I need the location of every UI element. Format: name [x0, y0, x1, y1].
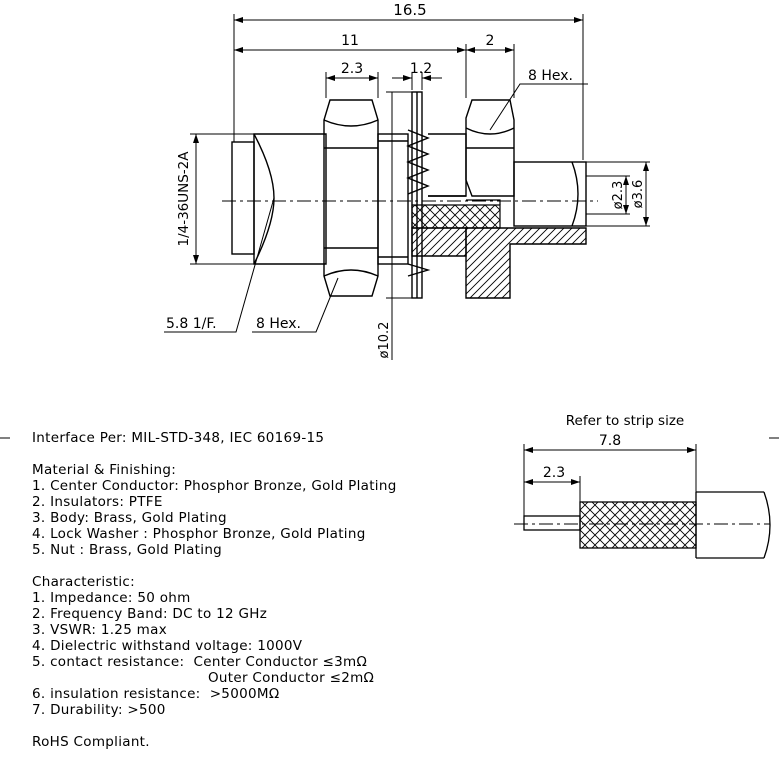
dim-thread: 1/4-36UNS-2A: [176, 151, 192, 247]
material-item: 4. Lock Washer : Phosphor Bronze, Gold P…: [32, 526, 366, 542]
dim-overall-length: 16.5: [393, 1, 426, 19]
dim-nut-length: 2: [486, 33, 495, 49]
strip-total-length: 7.8: [599, 433, 621, 449]
characteristic-item: 3. VSWR: 1.25 max: [32, 622, 167, 638]
dim-washer-thickness: 1.2: [410, 61, 432, 77]
strip-drawing: [514, 444, 771, 559]
connector-body: [231, 91, 587, 299]
rohs-line: RoHS Compliant.: [32, 734, 150, 750]
dimension-lines: [164, 14, 650, 360]
material-item: 3. Body: Brass, Gold Plating: [32, 510, 227, 526]
characteristic-item: 7. Durability: >500: [32, 702, 166, 718]
dim-washer-dia: ø10.2: [377, 322, 392, 359]
cross-section: [411, 199, 587, 299]
dim-front-hex: 8 Hex.: [256, 316, 301, 332]
strip-title: Refer to strip size: [566, 413, 685, 429]
dim-face-flat: 5.8 1/F.: [166, 316, 217, 332]
dim-body-dia: ø3.6: [631, 180, 646, 209]
material-item: 1. Center Conductor: Phosphor Bronze, Go…: [32, 478, 397, 494]
characteristic-item: 2. Frequency Band: DC to 12 GHz: [32, 606, 268, 622]
dim-hex-width: 2.3: [341, 61, 363, 77]
characteristic-title: Characteristic:: [32, 574, 135, 590]
characteristic-item: 6. insulation resistance: >5000MΩ: [32, 686, 280, 702]
characteristic-item: Outer Conductor ≤2mΩ: [208, 670, 375, 686]
interface-line: Interface Per: MIL-STD-348, IEC 60169-15: [32, 430, 325, 446]
material-item: 2. Insulators: PTFE: [32, 494, 163, 510]
material-item: 5. Nut : Brass, Gold Plating: [32, 542, 223, 558]
dim-body-length: 11: [341, 33, 359, 49]
characteristic-item: 5. contact resistance: Center Conductor …: [32, 654, 368, 670]
dim-rear-hex: 8 Hex.: [528, 68, 573, 84]
material-title: Material & Finishing:: [32, 462, 177, 478]
dim-pin-dia: ø2.3: [611, 181, 626, 210]
characteristic-item: 4. Dielectric withstand voltage: 1000V: [32, 638, 303, 654]
strip-pin-length: 2.3: [543, 465, 565, 481]
characteristic-item: 1. Impedance: 50 ohm: [32, 590, 191, 606]
